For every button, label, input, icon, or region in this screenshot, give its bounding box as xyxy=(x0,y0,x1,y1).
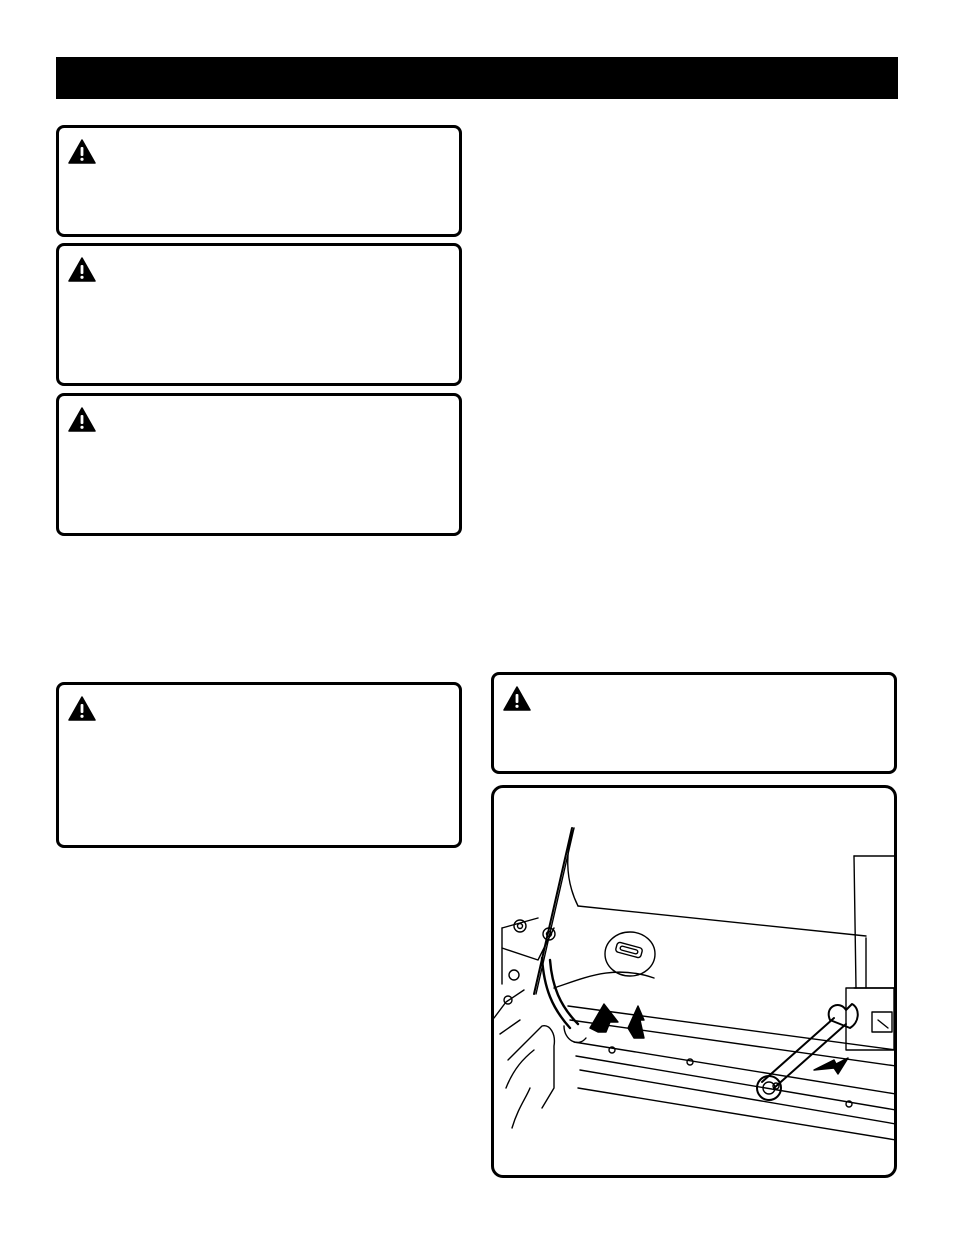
warning-box-2 xyxy=(56,243,462,386)
figure-illustration xyxy=(491,785,897,1178)
warning-triangle-icon xyxy=(68,407,96,432)
warning-triangle-icon xyxy=(503,686,531,711)
wrench-blade-drawing xyxy=(494,827,894,1141)
section-header-bar xyxy=(56,57,898,99)
warning-box-5 xyxy=(491,672,897,774)
warning-box-1 xyxy=(56,125,462,237)
warning-triangle-icon xyxy=(68,139,96,164)
warning-triangle-icon xyxy=(68,257,96,282)
warning-triangle-icon xyxy=(68,696,96,721)
warning-box-4 xyxy=(56,682,462,848)
warning-box-3 xyxy=(56,393,462,536)
